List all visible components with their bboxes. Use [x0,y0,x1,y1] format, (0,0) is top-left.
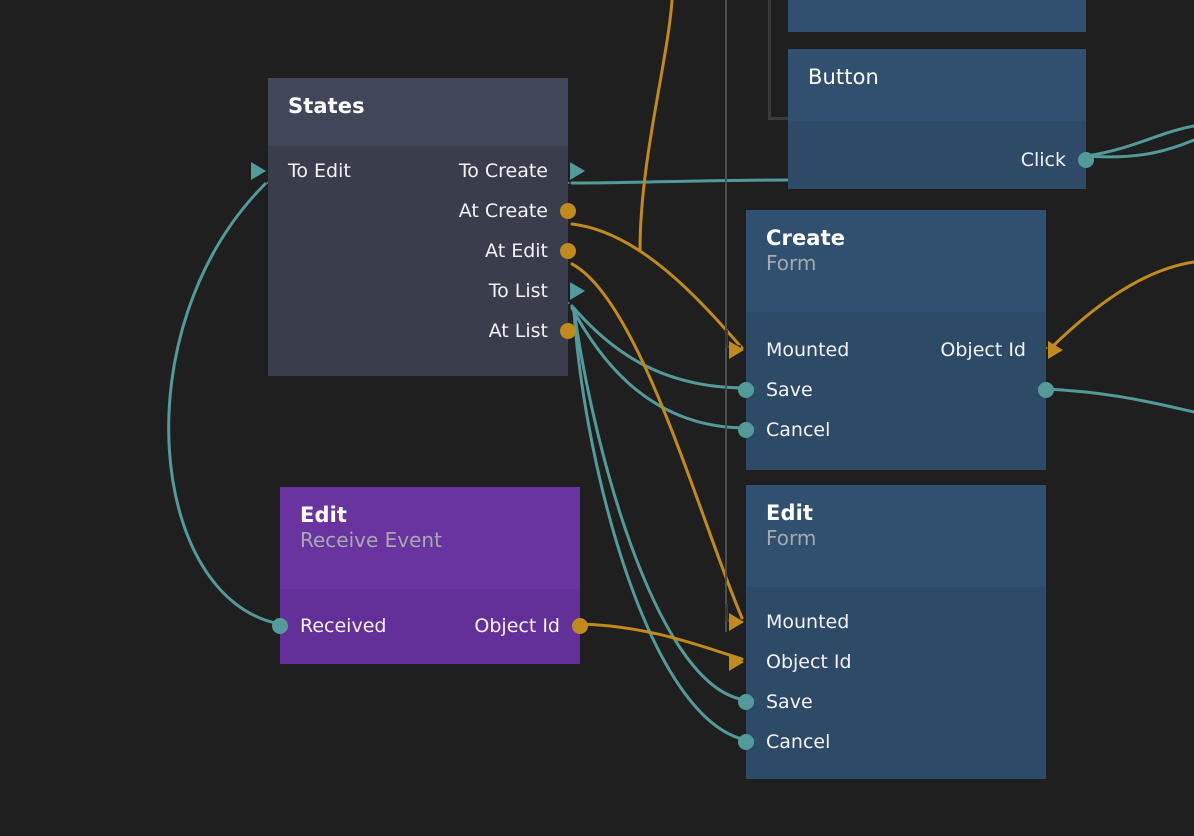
port-row-create-mounted[interactable]: Mounted [729,330,1046,370]
wire-editform-save-to-list [572,308,748,702]
node-edit-receive-event-title: Edit [300,503,348,527]
port-row-create-object-id[interactable]: Object Id [746,330,1063,370]
port-label-at-list: At List [488,320,548,342]
node-button-body: Click [788,121,1094,189]
dot-out-icon[interactable] [572,618,588,634]
triangle-in-icon[interactable] [729,653,744,671]
dot-in-icon[interactable] [738,422,754,438]
port-row-editform-cancel[interactable]: Cancel [738,722,1046,762]
wire-create-save-to-list [570,304,748,390]
wire-at-create-to-create-mounted [570,222,744,350]
dot-in-icon[interactable] [738,694,754,710]
port-row-event-object-id[interactable]: Object Id [280,606,588,646]
port-row-create-unnamed-out[interactable] [746,370,1054,410]
wire-at-edit-to-editform-mounted [570,262,744,620]
scope-bracket-top [768,0,792,120]
port-row-states-to-create[interactable]: To Create [268,151,585,191]
node-edit-form-title: Edit [766,501,814,525]
wire-received-to-edit [167,182,282,626]
node-edit-receive-event-subtitle: Receive Event [300,528,442,553]
port-row-states-to-edit[interactable]: To Edit [251,151,568,191]
node-edit-form-subtitle: Form [766,526,817,551]
dot-out-icon[interactable] [1038,382,1054,398]
scope-rail [725,0,727,632]
port-label-cancel: Cancel [766,731,831,753]
node-edit-form[interactable]: Edit Form Mounted Object Id Save Cancel [729,485,1046,779]
node-create-form[interactable]: Create Form Mounted Object Id Save Cance… [729,210,1063,470]
port-row-states-at-create[interactable]: At Create [268,191,576,231]
wire-object-id-to-editform-object-id [578,622,744,661]
dot-in-icon[interactable] [272,618,288,634]
node-create-form-body: Mounted Object Id Save Cancel [729,312,1063,470]
dot-in-icon[interactable] [738,734,754,750]
wire-createform-right [1044,387,1194,414]
node-states[interactable]: States To Edit To Create At Create At Ed… [251,78,585,376]
triangle-out-icon[interactable] [1048,341,1063,359]
dot-in-icon[interactable] [738,382,754,398]
node-create-form-title: Create [766,226,846,250]
node-states-title: States [288,94,365,118]
node-states-header[interactable]: States [268,78,568,146]
port-label-to-list: To List [488,280,548,302]
port-label-received: Received [300,615,387,637]
node-edit-receive-event-header[interactable]: Edit Receive Event [280,487,580,589]
dot-out-icon[interactable] [560,323,576,339]
port-row-editform-save[interactable]: Save [738,682,1046,722]
node-button-header[interactable]: Button [788,49,1086,121]
port-label-click: Click [1020,149,1066,171]
port-row-states-at-list[interactable]: At List [268,311,576,351]
port-row-create-cancel[interactable]: Cancel [738,410,1046,450]
triangle-out-icon[interactable] [570,162,585,180]
port-label-mounted: Mounted [766,611,850,633]
triangle-out-icon[interactable] [570,282,585,300]
wire-create-cancel-to-list [570,306,748,430]
port-label-save: Save [766,379,813,401]
node-partial-top[interactable] [788,0,1086,32]
wire-editform-cancel-to-list [572,310,748,742]
port-row-states-at-edit[interactable]: At Edit [268,231,576,271]
wire-right-to-create-object-id [1050,260,1194,349]
port-label-cancel: Cancel [766,419,831,441]
dot-out-icon[interactable] [560,203,576,219]
node-create-form-subtitle: Form [766,251,817,276]
port-label-mounted: Mounted [766,339,850,361]
triangle-in-icon[interactable] [251,162,266,180]
port-label-at-create: At Create [458,200,548,222]
node-button-title: Button [808,65,879,89]
port-row-editform-mounted[interactable]: Mounted [729,602,1046,642]
port-label-to-edit: To Edit [288,160,351,182]
triangle-in-icon[interactable] [729,613,744,631]
port-row-create-save[interactable]: Save [738,370,1046,410]
port-row-states-to-list[interactable]: To List [268,271,585,311]
port-label-object-id: Object Id [766,651,852,673]
node-states-body: To Edit To Create At Create At Edit To L… [251,146,585,376]
wire-click-right-b [1084,138,1194,159]
node-partial-top-header[interactable] [788,0,1086,32]
port-label-to-create: To Create [458,160,548,182]
port-row-received[interactable]: Received [272,606,580,646]
dot-out-icon[interactable] [560,243,576,259]
wire-click-right-a [1084,124,1194,158]
port-label-object-id: Object Id [474,615,560,637]
triangle-in-icon[interactable] [729,341,744,359]
port-row-button-click[interactable]: Click [788,140,1094,180]
port-label-object-id: Object Id [940,339,1026,361]
node-edit-form-header[interactable]: Edit Form [746,485,1046,587]
node-edit-form-body: Mounted Object Id Save Cancel [729,587,1046,779]
node-create-form-header[interactable]: Create Form [746,210,1046,312]
port-row-editform-object-id[interactable]: Object Id [729,642,1046,682]
port-label-save: Save [766,691,813,713]
node-button[interactable]: Button Click [788,49,1094,189]
node-edit-receive-event-body: Received Object Id [272,589,588,664]
wire-top-incoming [638,0,674,252]
node-edit-receive-event[interactable]: Edit Receive Event Received Object Id [272,487,588,664]
port-label-at-edit: At Edit [485,240,548,262]
dot-out-icon[interactable] [1078,152,1094,168]
wire-click-to-create [570,178,790,185]
